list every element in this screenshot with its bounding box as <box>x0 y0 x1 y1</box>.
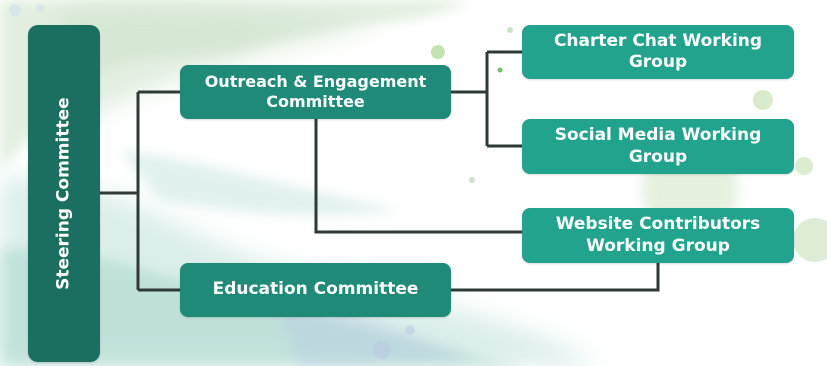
connector-outreach-website <box>314 119 522 234</box>
social-label-line2: Group <box>628 146 688 167</box>
education-committee-label: Education Committee <box>212 279 419 300</box>
connector-outreach-working-groups <box>451 50 522 148</box>
website-label-line2: Working Group <box>586 235 730 256</box>
website-label-line1: Website Contributors <box>555 214 761 235</box>
charter-label-line1: Charter Chat Working <box>553 30 763 51</box>
outreach-label-line2: Committee <box>266 92 365 111</box>
connector-education-website <box>451 263 660 292</box>
outreach-label-line1: Outreach & Engagement <box>204 72 427 91</box>
social-label-line1: Social Media Working <box>554 125 762 146</box>
charter-chat-working-group-label: Charter Chat Working Group <box>554 31 762 74</box>
social-media-working-group-label: Social Media Working Group <box>555 125 762 168</box>
connector-steering-outreach-education <box>100 90 180 292</box>
outreach-engagement-committee-box: Outreach & Engagement Committee <box>180 65 451 119</box>
charter-label-line2: Group <box>628 52 688 72</box>
steering-committee-box: Steering Committee <box>28 25 100 362</box>
steering-committee-label: Steering Committee <box>53 97 74 290</box>
website-contributors-working-group-box: Website Contributors Working Group <box>522 208 794 263</box>
outreach-engagement-committee-label: Outreach & Engagement Committee <box>205 72 427 112</box>
website-contributors-working-group-label: Website Contributors Working Group <box>556 214 761 257</box>
social-media-working-group-box: Social Media Working Group <box>522 119 794 174</box>
charter-chat-working-group-box: Charter Chat Working Group <box>522 25 794 79</box>
education-committee-box: Education Committee <box>180 263 451 317</box>
